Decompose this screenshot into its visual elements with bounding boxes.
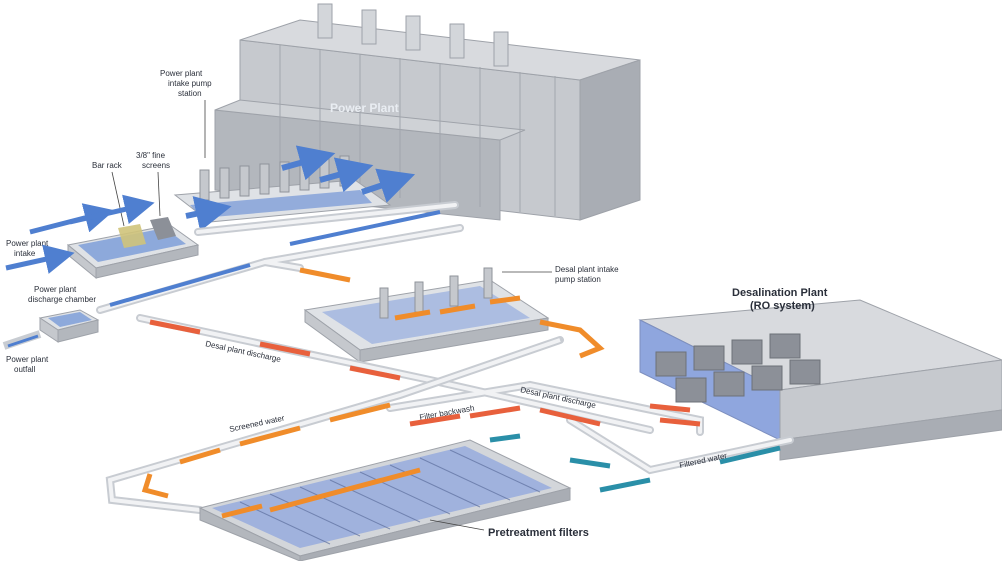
pretreatment-filters [198,439,572,562]
fine-screens-label-1: 3/8" fine [136,151,166,160]
desal-plant-label-1: Desalination Plant [732,287,828,299]
pp-pump-label-2: intake pump [168,79,212,88]
ro-racks [655,333,821,403]
discharge-flow-arrows [149,319,701,427]
pp-intake-label-1: Power plant [6,239,49,248]
filtered-flow-arrows [489,433,781,493]
discharge-chamber [38,309,100,343]
discharge-chamber-label-1: Power plant [34,285,77,294]
pipe-flow-arrows-blue [109,210,441,307]
pp-pump-label-3: station [178,89,202,98]
pp-pump-label-1: Power plant [160,69,203,78]
outfall-label-2: outfall [14,365,36,374]
filtered-water-label: Filtered water [679,451,729,470]
desal-pump-label-2: pump station [555,275,601,284]
fine-screens-label-2: screens [142,161,170,170]
intake-chamber [66,217,200,280]
bar-rack-label: Bar rack [92,161,123,170]
desal-pump-label-1: Desal plant intake [555,265,619,274]
desal-plant-label-2: (RO system) [750,300,815,312]
desalination-plant [638,299,1002,461]
pretreatment-label: Pretreatment filters [488,527,589,539]
screened-flow-arrows [299,267,605,359]
seawater-intake-arrows [5,194,155,274]
power-plant-label: Power Plant [330,101,399,115]
discharge-chamber-label-2: discharge chamber [28,295,96,304]
outfall-label-1: Power plant [6,355,49,364]
power-plant-flow-arrows [185,145,416,232]
pp-intake-label-2: intake [14,249,36,258]
